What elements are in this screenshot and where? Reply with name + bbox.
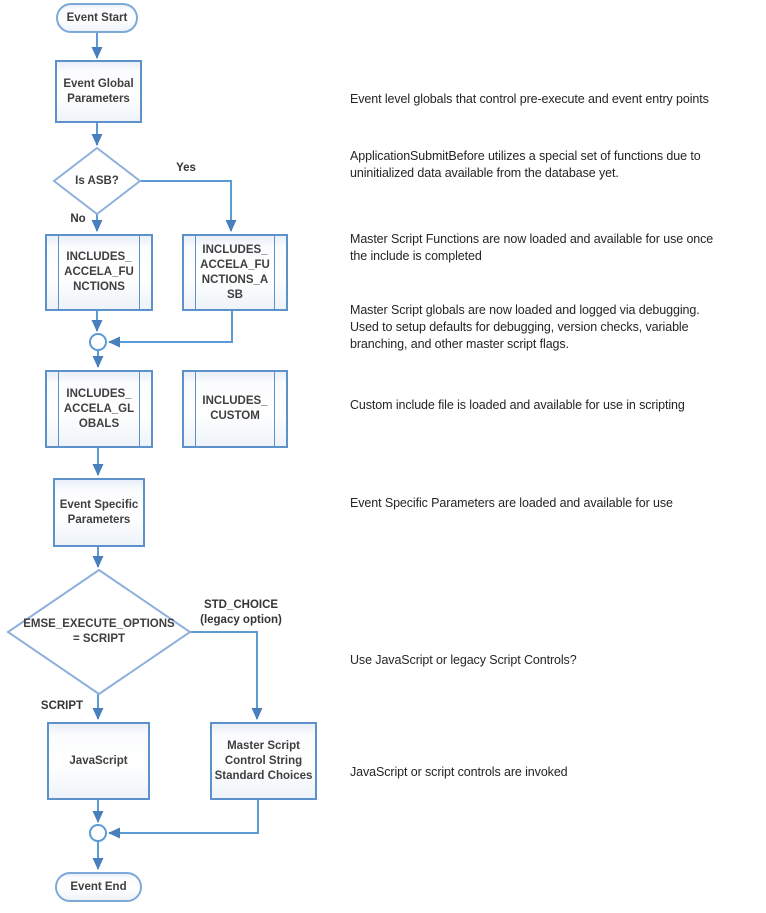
includes-accela-functions-node: INCLUDES_ ACCELA_FU NCTIONS: [45, 234, 153, 311]
annotation-master-script-globals: Master Script globals are now loaded and…: [350, 303, 700, 351]
is-asb-decision-label: Is ASB?: [75, 175, 119, 187]
predef-bar-icon: [274, 372, 275, 446]
predef-bar-icon: [139, 372, 140, 446]
includes-custom-node: INCLUDES_ CUSTOM: [182, 370, 288, 448]
includes-accela-globals-label: INCLUDES_ ACCELA_GL OBALS: [63, 387, 135, 430]
annotation-event-globals: Event level globals that control pre-exe…: [350, 92, 709, 106]
junction-circle-top: [89, 333, 107, 351]
annotation-custom-include: Custom include file is loaded and availa…: [350, 398, 685, 412]
yes-branch-label: Yes: [176, 162, 196, 174]
predef-bar-icon: [195, 372, 196, 446]
junction-circle-bottom: [89, 824, 107, 842]
predef-bar-icon: [58, 372, 59, 446]
predef-bar-icon: [195, 236, 196, 309]
predef-bar-icon: [139, 236, 140, 309]
edge-functions-asb-to-junction: [108, 311, 233, 348]
annotation-event-specific-parameters: Event Specific Parameters are loaded and…: [350, 496, 673, 510]
annotation-master-script-functions: Master Script Functions are now loaded a…: [350, 232, 714, 263]
includes-custom-label: INCLUDES_ CUSTOM: [202, 395, 268, 422]
includes-accela-functions-asb-label: INCLUDES_ ACCELA_FU NCTIONS_A SB: [200, 243, 270, 301]
includes-accela-functions-label: INCLUDES_ ACCELA_FU NCTIONS: [64, 251, 134, 293]
is-asb-decision-shape: [52, 146, 142, 216]
javascript-node: JavaScript: [47, 722, 150, 800]
predef-bar-icon: [274, 236, 275, 309]
event-global-parameters-node: Event Global Parameters: [55, 60, 142, 123]
emse-execute-options-decision-label: EMSE_EXECUTE_OPTIONS = SCRIPT: [23, 618, 175, 645]
master-script-control-node: Master Script Control String Standard Ch…: [210, 722, 317, 800]
event-start-node: Event Start: [56, 3, 138, 33]
predef-bar-icon: [58, 236, 59, 309]
annotation-application-submit-before: ApplicationSubmitBefore utilizes a speci…: [350, 149, 701, 180]
includes-accela-globals-node: INCLUDES_ ACCELA_GL OBALS: [45, 370, 153, 448]
includes-accela-functions-asb-node: INCLUDES_ ACCELA_FU NCTIONS_A SB: [182, 234, 288, 311]
std-choice-branch-label: STD_CHOICE (legacy option): [200, 599, 282, 626]
script-branch-label: SCRIPT: [40, 700, 84, 712]
annotation-use-javascript: Use JavaScript or legacy Script Controls…: [350, 653, 577, 667]
edge-std-choice-branch: [190, 631, 263, 720]
annotation-scripts-invoked: JavaScript or script controls are invoke…: [350, 765, 568, 779]
event-specific-parameters-node: Event Specific Parameters: [53, 478, 145, 547]
emse-execute-options-decision-shape: [6, 568, 192, 696]
event-end-node: Event End: [55, 872, 142, 902]
edge-master-to-junction: [108, 800, 259, 839]
no-branch-label: No: [70, 213, 86, 225]
edge-yes-branch: [140, 180, 237, 232]
